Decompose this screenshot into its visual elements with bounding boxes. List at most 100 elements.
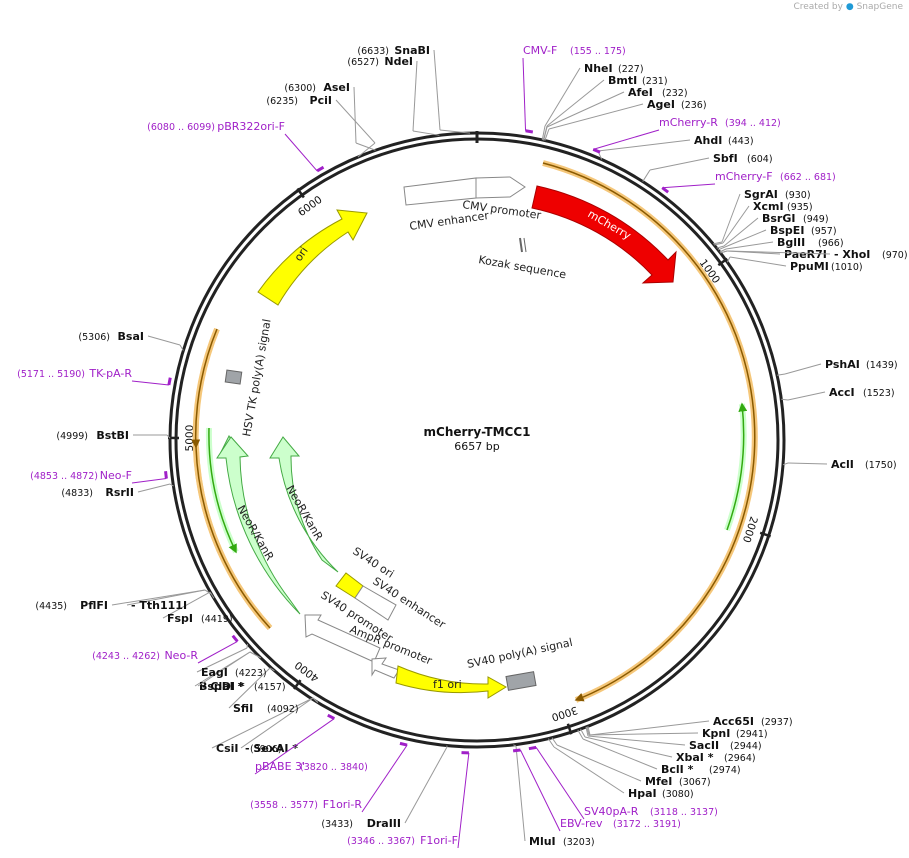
primer-range: (3558 .. 3577) — [250, 800, 318, 811]
tick-6000 — [296, 187, 305, 199]
enzyme-leader-line — [777, 373, 786, 376]
enzyme-site[interactable]: PciI(6235) — [266, 94, 376, 158]
primer-site[interactable]: mCherry-R(394 .. 412) — [592, 116, 781, 154]
enzyme-name: AgeI — [647, 98, 675, 111]
enzyme-site[interactable]: FspI(4419) — [162, 591, 233, 625]
enzyme-site[interactable]: MfeI(3067) — [551, 737, 711, 788]
snapgene-watermark: Created by ● SnapGene — [793, 2, 903, 12]
snapgene-logo-text: SnapGene — [856, 2, 903, 12]
enzyme-name: XcmI — [753, 200, 784, 213]
enzyme-position: (1750) — [865, 460, 897, 471]
enzyme-site[interactable]: - ClaI * — [197, 651, 261, 693]
enzyme-site[interactable]: BglII(966) — [719, 236, 844, 253]
enzyme-site[interactable]: NheI(227) — [541, 62, 644, 141]
enzyme-position: (2941) — [736, 729, 768, 740]
enzyme-site[interactable]: BsaI(5306) — [78, 330, 184, 351]
enzyme-site[interactable]: AccI(1523) — [781, 386, 895, 401]
primer-mark — [525, 129, 534, 134]
enzyme-leader-line — [543, 126, 548, 141]
primer-site[interactable]: TK-pA-R(5171 .. 5190) — [17, 367, 172, 386]
primer-site[interactable]: pBABE 3'(3820 .. 3840) — [254, 713, 368, 775]
primer-site[interactable]: F1ori-F(3346 .. 3367) — [347, 751, 470, 849]
enzyme-site[interactable]: XbaI *(2964) — [580, 728, 756, 764]
primer-site[interactable]: EBV-rev(3172 .. 3191) — [512, 748, 681, 832]
primer-leader-line — [522, 57, 527, 131]
enzyme-site[interactable]: AclI(1750) — [782, 458, 897, 471]
features — [216, 176, 677, 699]
primer-site[interactable]: CMV-F(155 .. 175) — [522, 44, 626, 134]
enzyme-leader-line — [551, 737, 558, 746]
enzyme-leader-line — [713, 241, 723, 245]
enzyme-site[interactable]: AhdI(443) — [597, 134, 754, 160]
enzyme-site[interactable]: KpnI(2941) — [586, 726, 768, 740]
enzyme-site[interactable]: SacII(2944) — [585, 726, 762, 752]
enzyme-site[interactable]: - Tth111I — [126, 589, 212, 612]
enzyme-site[interactable]: PpuMI(1010) — [726, 256, 863, 273]
enzyme-site[interactable]: BstBI(4999) — [56, 429, 171, 442]
enzyme-leader-line — [726, 256, 731, 263]
enzyme-name: HpaI — [628, 787, 657, 800]
backbone — [168, 131, 786, 749]
enzyme-site[interactable]: AseI(6300) — [284, 81, 376, 151]
label-hsv-tk: HSV TK poly(A) signal — [240, 318, 273, 438]
enzyme-site[interactable]: NdeI (6527) — [347, 55, 440, 136]
primer-name: F1ori-R — [323, 798, 363, 811]
primer-site[interactable]: mCherry-F(662 .. 681) — [661, 170, 836, 194]
enzyme-site[interactable]: SgrAI(930) — [713, 188, 811, 245]
primer-site[interactable]: SV40pA-R(3118 .. 3137) — [528, 745, 718, 820]
primer-site[interactable]: Neo-F(4853 .. 4872) — [30, 469, 168, 484]
enzyme-position: (232) — [662, 88, 688, 99]
enzyme-name: PpuMI — [790, 260, 829, 273]
primer-site[interactable]: pBR322ori-F(6080 .. 6099) — [147, 120, 325, 173]
enzyme-site[interactable]: PshAI(1439) — [777, 358, 898, 376]
enzyme-position: (3433) — [321, 819, 353, 830]
enzyme-position: (4223) — [235, 668, 267, 679]
created-by-text: Created by — [793, 2, 843, 12]
enzyme-site[interactable]: AgeI(236) — [544, 98, 707, 141]
feature-kozak — [519, 237, 523, 253]
enzyme-leader-line — [717, 246, 726, 251]
orf-arc-mcherry-line — [542, 162, 756, 702]
enzyme-leader-line — [513, 744, 517, 747]
enzyme-position: (4833) — [61, 488, 93, 499]
enzyme-position: (3203) — [563, 837, 595, 848]
enzyme-leader-line — [209, 591, 215, 599]
enzyme-position: (4435) — [35, 601, 67, 612]
enzyme-site[interactable]: DraIII(3433) — [321, 745, 448, 830]
enzyme-name: XbaI * — [676, 751, 714, 764]
enzyme-leader-line — [642, 169, 651, 182]
enzyme-site[interactable]: - XhoI(970) — [720, 248, 908, 261]
enzyme-site[interactable]: BspEI(957) — [717, 224, 837, 251]
primer-name: mCherry-R — [659, 116, 718, 129]
enzyme-site[interactable]: SbfI(604) — [642, 152, 773, 182]
enzyme-site[interactable]: HpaI(3080) — [547, 738, 694, 800]
primer-mark — [528, 745, 537, 751]
enzyme-site[interactable]: XcmI(935) — [713, 200, 813, 246]
enzyme-site[interactable]: - SexAI * — [240, 697, 319, 755]
primer-name: CMV-F — [523, 44, 557, 57]
primer-range: (4853 .. 4872) — [30, 471, 98, 482]
enzyme-position: (2937) — [761, 717, 793, 728]
enzyme-site[interactable]: BclI *(2974) — [577, 729, 741, 776]
feature-ampr-promoter — [371, 657, 400, 679]
enzyme-name: SfiI — [233, 702, 253, 715]
tick-4000 — [293, 679, 302, 690]
enzyme-leader-line — [577, 729, 584, 740]
enzyme-position: (6235) — [266, 96, 298, 107]
primer-site[interactable]: F1ori-R (3558 .. 3577) — [250, 741, 408, 813]
enzyme-site[interactable]: SfiI(4092) — [228, 667, 299, 715]
primer-leader-line — [593, 129, 660, 150]
enzyme-site[interactable]: BsrGI(949) — [716, 212, 829, 249]
enzyme-site[interactable]: SnaBI(6633) — [357, 44, 471, 134]
enzyme-position: (2944) — [730, 741, 762, 752]
enzyme-site[interactable]: Acc65I(2937) — [587, 715, 793, 736]
enzyme-leader-line — [439, 129, 471, 134]
enzyme-site[interactable]: AfeI(232) — [543, 86, 688, 141]
enzyme-position: (6527) — [347, 57, 379, 68]
enzyme-site[interactable]: EagI(4223) — [196, 643, 267, 679]
primer-site[interactable]: Neo-R(4243 .. 4262) — [92, 634, 239, 664]
enzyme-site[interactable]: MluI(3203) — [513, 744, 595, 848]
enzyme-name: NdeI — [384, 55, 413, 68]
enzyme-leader-line — [166, 434, 171, 439]
enzyme-site[interactable]: RsrII(4833) — [61, 483, 174, 499]
